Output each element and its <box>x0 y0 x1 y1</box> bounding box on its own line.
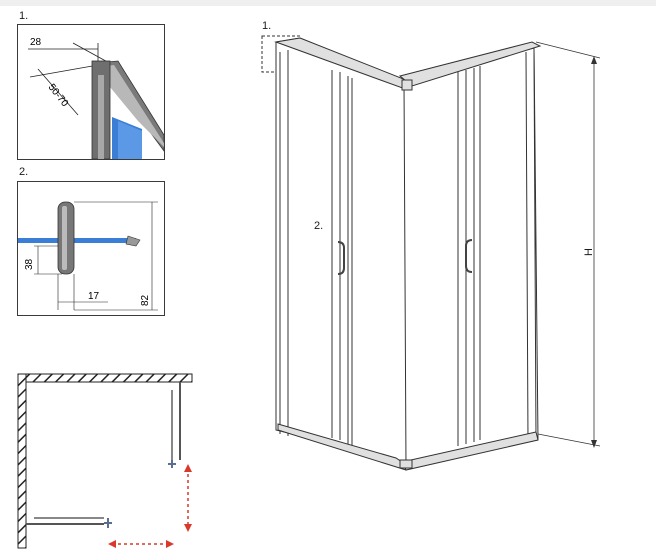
dim-50-70-label: 50-70 <box>46 82 71 109</box>
dim-38-label: 38 <box>24 258 35 270</box>
plan-view <box>17 373 193 549</box>
height-label: H <box>582 248 595 256</box>
wall-left <box>17 373 27 549</box>
detail-1-box: 28 50-70 <box>17 24 165 160</box>
detail-2-number: 2. <box>19 166 29 178</box>
callout-2-label: 2. <box>314 220 324 232</box>
dim-82-label: 82 <box>140 294 151 306</box>
main-perspective-view <box>261 35 601 471</box>
detail-1-drawing <box>28 42 164 159</box>
wall-top <box>17 373 193 383</box>
dim-28-label: 28 <box>30 37 42 48</box>
detail-1-labels: 28 50-70 <box>30 37 71 109</box>
top-strip <box>0 0 656 6</box>
dim-17-label: 17 <box>88 291 100 302</box>
right-door-handle <box>465 239 473 273</box>
detail-1-number: 1. <box>19 10 29 22</box>
callout-1-label: 1. <box>262 20 272 32</box>
left-door-handle <box>337 241 345 275</box>
detail-2-labels: 38 17 82 <box>24 258 151 306</box>
detail-2-drawing <box>18 201 158 311</box>
detail-2-box: 38 17 82 <box>17 181 165 316</box>
